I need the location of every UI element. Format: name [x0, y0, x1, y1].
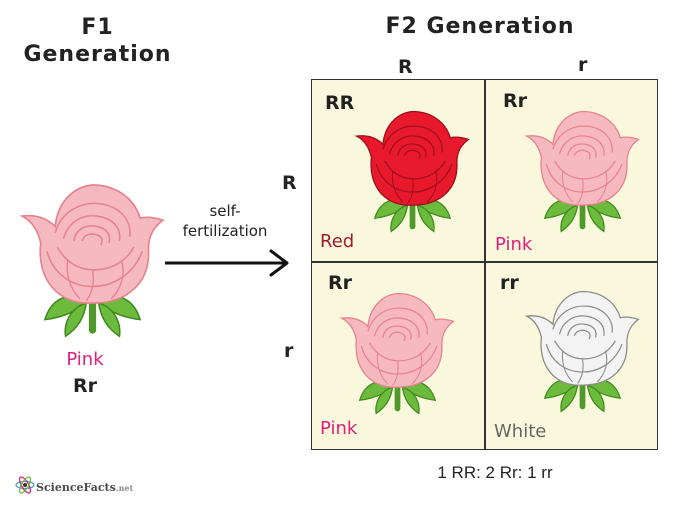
f2-title: F2 Generation: [385, 14, 575, 39]
logo-text: ScienceFacts.net: [36, 481, 133, 494]
cell-rr-red-genotype: RR: [325, 92, 355, 114]
cell-rr-pink-genotype-2: Rr: [328, 272, 353, 294]
pink-rose-icon-2: [341, 293, 454, 414]
genotype-ratio: 1 RR: 2 Rr: 1 rr: [437, 463, 553, 482]
f1-title-line1: F1: [81, 15, 114, 40]
f1-genotype: Rr: [72, 375, 97, 397]
f1-rose-icon: [22, 185, 163, 337]
logo-suffix: .net: [115, 483, 134, 493]
cell-rr-pink-phenotype-1: Pink: [495, 234, 533, 255]
pink-rose-icon-1: [526, 111, 639, 232]
cell-rr-pink-genotype-1: Rr: [503, 90, 528, 112]
f1-title: F1 Generation: [10, 14, 185, 68]
side-allele-R: R: [282, 172, 297, 194]
arrow-label-line1: self-: [209, 202, 241, 220]
logo-brand: ScienceFacts: [36, 481, 116, 494]
cell-rr-red-phenotype: Red: [320, 231, 355, 252]
arrow-label: self- fertilization: [160, 201, 290, 241]
arrow-icon: [165, 249, 289, 277]
cell-rr-white-genotype: rr: [500, 272, 519, 294]
top-allele-r: r: [578, 54, 588, 76]
cell-rr-white-phenotype: White: [494, 421, 547, 442]
red-rose-icon: [356, 111, 469, 232]
grid-divider-horizontal: [311, 261, 658, 263]
side-allele-r: r: [284, 340, 294, 362]
cell-rr-pink-phenotype-2: Pink: [320, 418, 358, 439]
grid-divider-vertical: [484, 79, 486, 450]
f1-phenotype: Pink: [66, 349, 104, 370]
atom-logo-icon: [15, 476, 35, 494]
white-rose-icon: [526, 291, 639, 412]
arrow-label-line2: fertilization: [182, 222, 268, 240]
f1-title-line2: Generation: [23, 42, 172, 67]
top-allele-R: R: [398, 56, 413, 78]
